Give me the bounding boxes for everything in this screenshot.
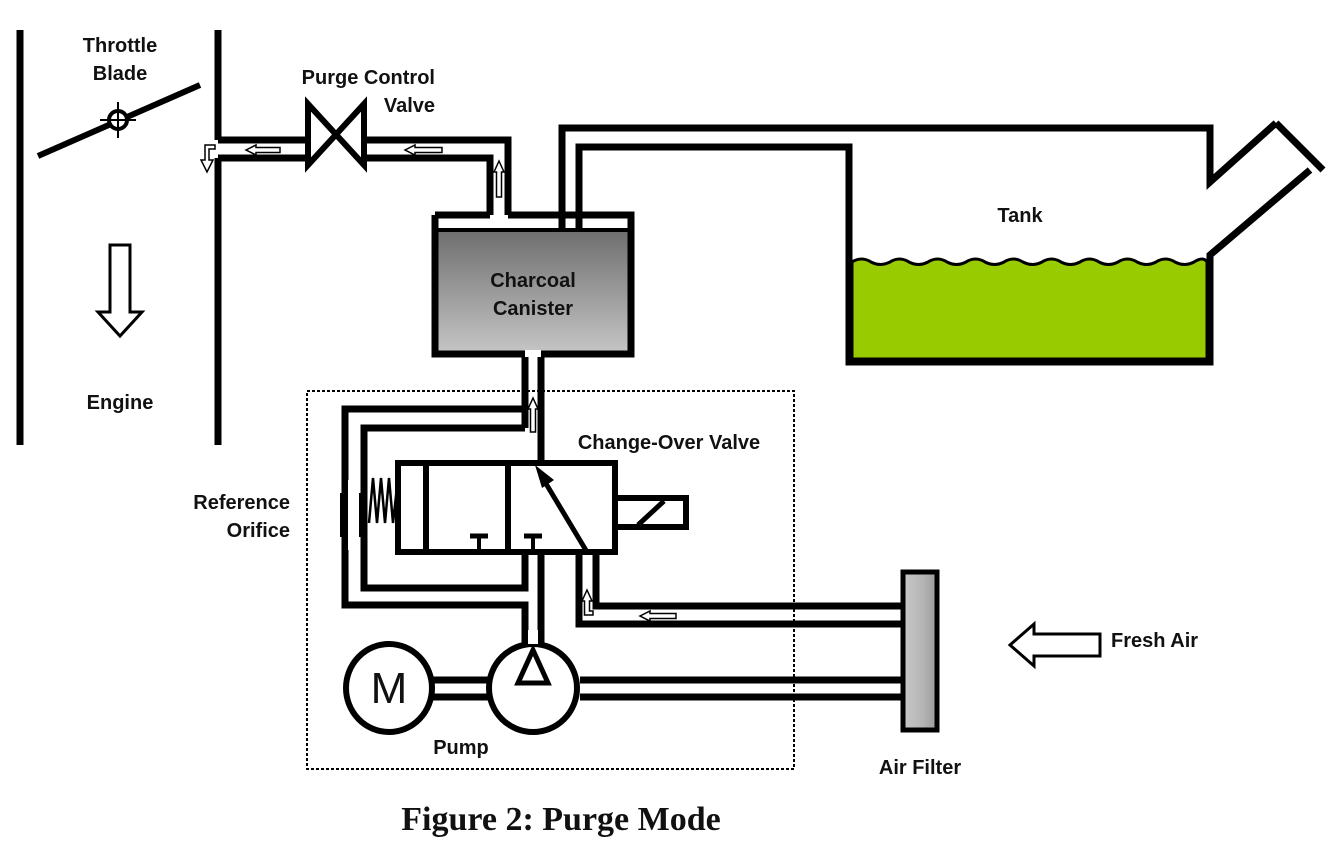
tank-label: Tank: [997, 205, 1043, 227]
engine-label: Engine: [87, 392, 154, 414]
motor: [343, 641, 435, 735]
motor-icon: [343, 641, 435, 735]
engine-flow-arrow-icon: [94, 243, 146, 339]
fuel-tank: [845, 120, 1326, 366]
canister-label-line2: Canister: [493, 298, 573, 320]
throttle-blade: [36, 82, 202, 159]
charcoal-fill: [435, 230, 631, 354]
pump-label: Pump: [433, 737, 489, 759]
charcoal-canister: [431, 211, 635, 360]
canister-label-line1: Charcoal: [490, 270, 576, 292]
fresh-air-line: [575, 552, 904, 628]
purge-flow-arrow-left-icon: [244, 143, 281, 157]
purge-valve-label-line2: Valve: [384, 95, 435, 117]
figure-caption: Figure 2: Purge Mode: [401, 801, 720, 838]
change-over-valve: [367, 460, 689, 555]
motor-label: M: [371, 664, 408, 713]
valve-flow-arrow-icon: [535, 465, 554, 488]
canister-valve-pipe: [521, 357, 545, 463]
filler-cap: [1273, 120, 1326, 173]
reference-orifice-icon: [340, 480, 367, 550]
change-over-valve-label: Change-Over Valve: [578, 432, 760, 454]
air-filter-icon: [900, 569, 940, 733]
fresh-air-arrow-icon: [1007, 620, 1102, 670]
pump-module-enclosure: [306, 390, 795, 770]
motor-pump-shaft: [432, 676, 490, 701]
purge-flow-arrow-right-icon: [403, 143, 443, 157]
fresh-air-line-arrow-icon: [638, 609, 677, 623]
reference-orifice-label-line2: Orifice: [227, 520, 290, 542]
purge-line: [218, 136, 512, 215]
valve-inlet-arrow-icon: [580, 588, 594, 616]
intake-manifold: [16, 30, 222, 445]
fuel-level: [850, 257, 1214, 361]
valve-outlet-arrow-icon: [526, 396, 540, 433]
throttle-label-line1: Throttle: [83, 35, 157, 57]
canister-outlet-arrow-icon: [492, 159, 506, 198]
throttle-label-line2: Blade: [93, 63, 147, 85]
purge-valve-label-line1: Purge Control: [302, 67, 435, 89]
pump-filter-line: [580, 676, 904, 701]
pump: [486, 630, 580, 735]
air-filter-label: Air Filter: [879, 757, 961, 779]
fresh-air-label: Fresh Air: [1111, 630, 1198, 652]
pump-direction-icon: [514, 643, 552, 686]
reference-orifice-label-line1: Reference: [193, 492, 290, 514]
tank-vent-line: [558, 120, 1279, 362]
purge-control-valve-icon: [305, 96, 367, 173]
spring-icon: [367, 477, 400, 524]
intake-flow-arrow-icon: [199, 144, 216, 174]
